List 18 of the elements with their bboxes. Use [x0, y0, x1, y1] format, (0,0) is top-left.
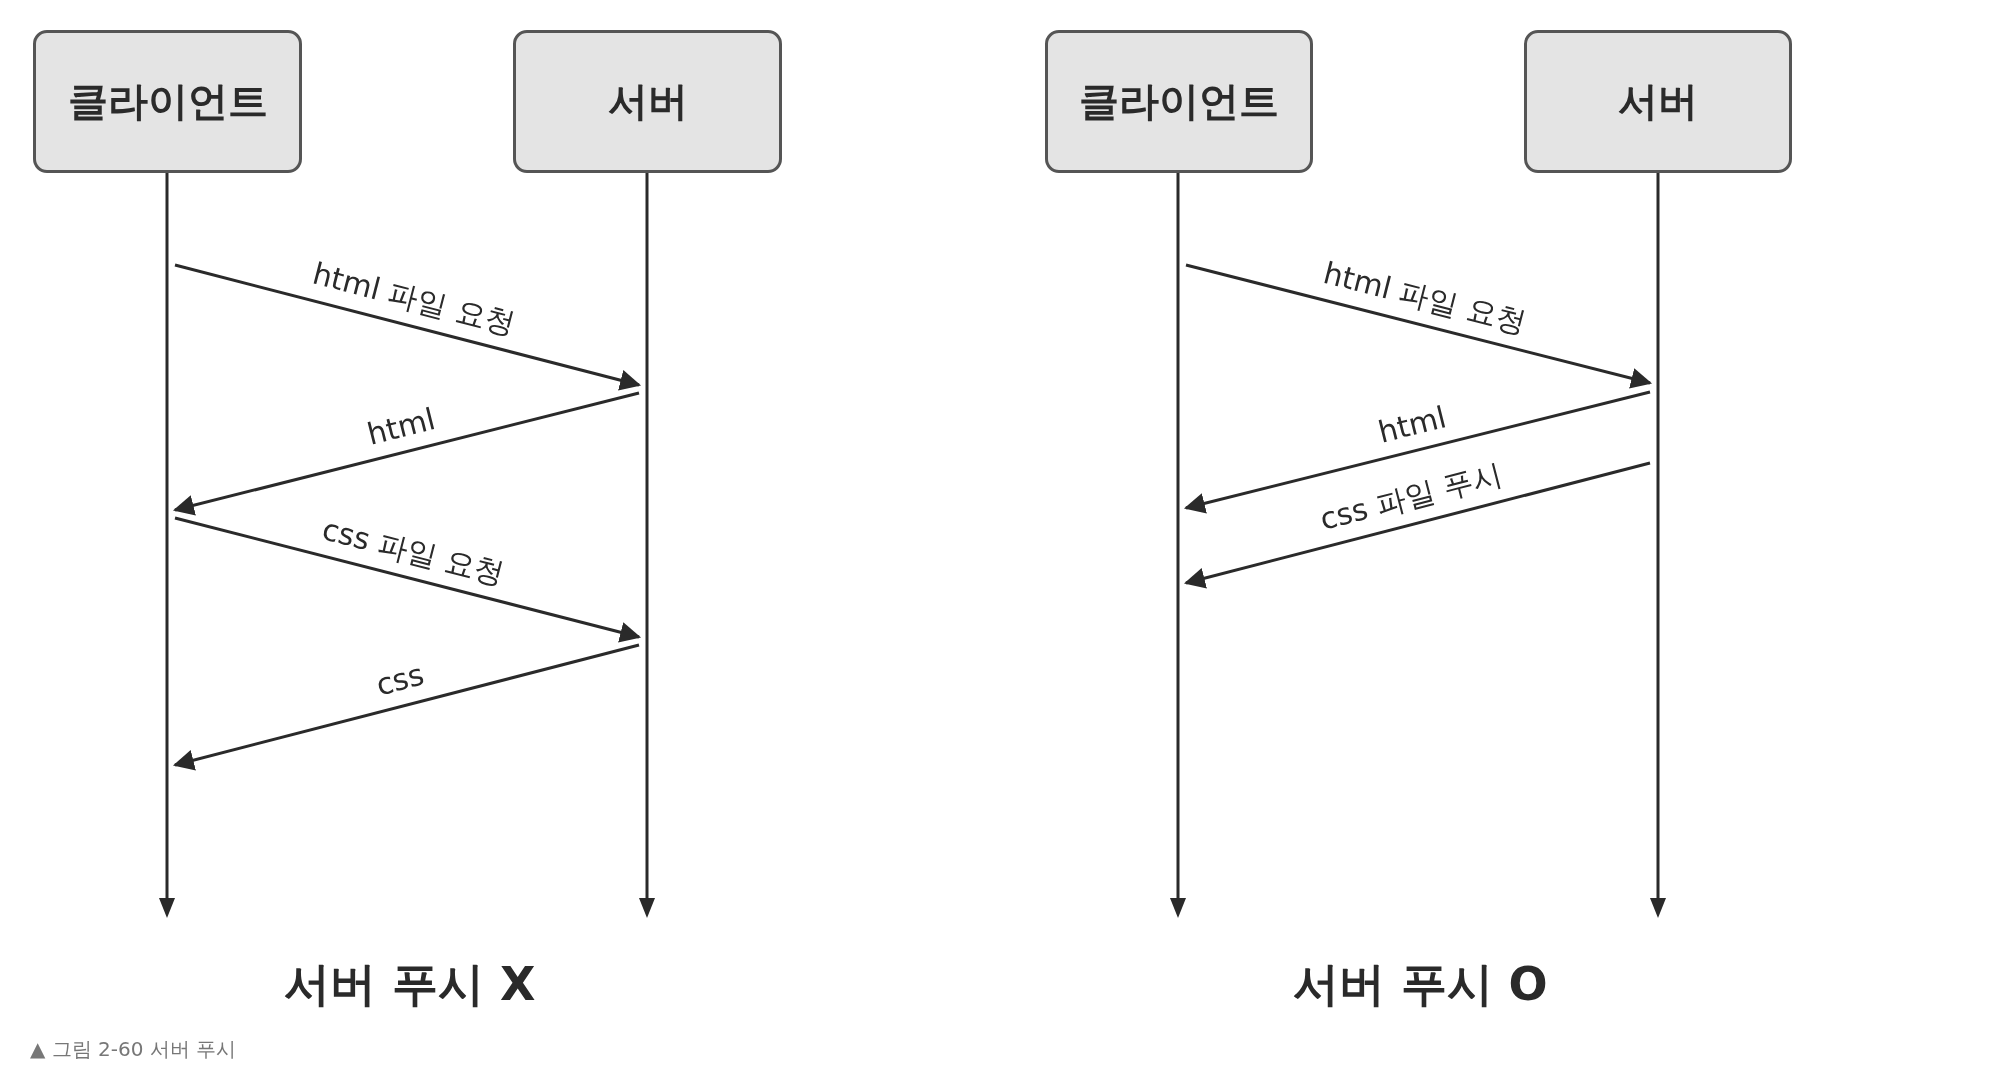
- diagram-subtitle: 서버 푸시 X: [284, 956, 536, 1013]
- message-arrow: [174, 263, 642, 391]
- message-arrow: [1183, 390, 1651, 514]
- lifeline-arrow: [1170, 173, 1186, 918]
- lifeline-header: 클라이언트: [33, 30, 302, 173]
- message-arrow: [172, 391, 640, 516]
- lifeline-header: 서버: [513, 30, 782, 173]
- lifeline-header: 서버: [1524, 30, 1792, 173]
- message-arrow: [1183, 461, 1651, 589]
- figure-caption: ▲ 그림 2-60 서버 푸시: [30, 1036, 237, 1063]
- lifeline-arrow: [639, 173, 655, 918]
- lifeline-arrow: [1650, 173, 1666, 918]
- lifeline-arrow: [159, 173, 175, 918]
- message-arrow: [1185, 263, 1653, 389]
- diagram-subtitle: 서버 푸시 O: [1292, 956, 1548, 1013]
- lifeline-header: 클라이언트: [1045, 30, 1313, 173]
- message-arrow: [172, 643, 640, 771]
- message-arrow: [174, 516, 642, 643]
